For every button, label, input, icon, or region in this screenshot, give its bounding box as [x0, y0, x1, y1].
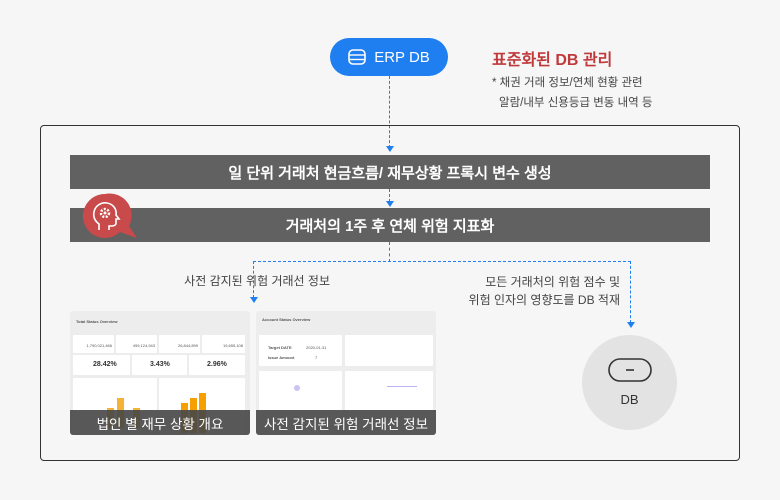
- thumb-rate: 3.43%: [132, 355, 187, 375]
- database-icon: [607, 358, 652, 382]
- step-risk-indexing: 거래처의 1주 후 연체 위험 지표화: [70, 208, 710, 242]
- thumb-target-card: Target DATE 2020-01-31 Issue Amount 7: [259, 335, 342, 366]
- thumb-label: Issue Amount: [268, 355, 295, 360]
- step-variable-generation: 일 단위 거래처 현금흐름/ 재무상황 프록시 변수 생성: [70, 155, 710, 189]
- thumb-value: 26,844,899: [159, 335, 200, 353]
- thumb-rate: 2.96%: [189, 355, 245, 375]
- thumb-caption: 법인 별 재무 상황 개요: [70, 410, 250, 435]
- connector-line: [389, 189, 390, 202]
- standard-db-note: 알람/내부 신용등급 변동 내역 등: [499, 97, 653, 109]
- process-frame: [40, 125, 740, 461]
- thumb-value: 7: [315, 355, 318, 360]
- erp-db-badge: ERP DB: [330, 38, 448, 76]
- arrow-icon: [627, 322, 635, 328]
- financial-overview-thumbnail: Total Status Overview 1,790,021,466 499,…: [70, 311, 250, 435]
- connector-line: [389, 242, 390, 262]
- thumb-title: Total Status Overview: [76, 319, 118, 324]
- thumb-table: [345, 335, 433, 366]
- connector-line: [253, 261, 631, 262]
- standard-db-note: * 채권 거래 정보/연체 현황 관련: [492, 77, 643, 89]
- database-icon: [348, 49, 367, 65]
- connector-line: [630, 261, 631, 323]
- arrow-icon: [386, 146, 394, 152]
- risk-accounts-thumbnail: Account Status Overview Target DATE 2020…: [256, 311, 436, 435]
- standard-db-title: 표준화된 DB 관리: [492, 52, 613, 69]
- thumb-value: 499,124,943: [116, 335, 157, 353]
- connector-line: [389, 76, 390, 148]
- branch-right-label: 모든 거래처의 위험 점수 및: [485, 275, 620, 289]
- thumb-value: 19,655,108: [202, 335, 245, 353]
- connector-line: [253, 261, 254, 298]
- erp-db-label: ERP DB: [374, 48, 430, 66]
- arrow-icon: [250, 297, 258, 303]
- brain-gear-icon: [82, 193, 137, 238]
- thumb-rate: 28.42%: [73, 355, 130, 375]
- db-node: DB: [582, 335, 677, 430]
- branch-left-label: 사전 감지된 위험 거래선 정보: [184, 274, 330, 288]
- arrow-icon: [386, 201, 394, 207]
- thumb-value: 1,790,021,466: [73, 335, 114, 353]
- thumb-caption: 사전 감지된 위험 거래선 정보: [256, 410, 436, 435]
- thumb-title: Account Status Overview: [262, 317, 311, 322]
- thumb-value: 2020-01-31: [306, 345, 327, 350]
- thumb-label: Target DATE: [268, 345, 292, 350]
- branch-right-label: 위험 인자의 영향도를 DB 적재: [468, 293, 620, 307]
- db-label: DB: [620, 392, 639, 407]
